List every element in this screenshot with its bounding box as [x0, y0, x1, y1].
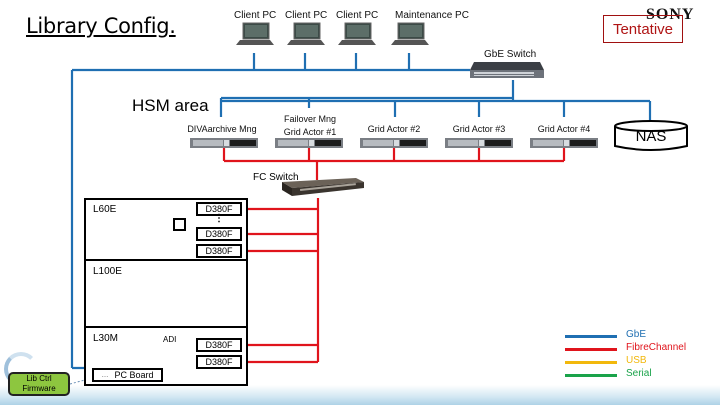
- client-pc-label: Client PC: [285, 10, 328, 21]
- client-pc-label: Client PC: [234, 10, 277, 21]
- drives-ellipsis: ⋮: [214, 213, 224, 224]
- module-label-l60e: L60E: [93, 204, 117, 215]
- drive-d380f[interactable]: D380F: [196, 227, 242, 241]
- desktop-pc-icon: [236, 22, 274, 45]
- module-divider: [84, 259, 248, 261]
- brand-logo: SONY: [646, 6, 695, 23]
- client-pc-1[interactable]: Client PC: [234, 10, 276, 52]
- fc-switch-label: FC Switch: [253, 172, 299, 183]
- status-badge: Tentative: [603, 15, 683, 43]
- drive-d380f[interactable]: D380F: [196, 355, 242, 369]
- legend-label-serial: Serial: [626, 368, 652, 379]
- server-label-ga1: Failover Mng Grid Actor #1: [274, 113, 346, 139]
- legend-swatch-fc: [565, 348, 617, 351]
- pc-board[interactable]: … PC Board: [92, 368, 163, 382]
- desktop-pc-icon: [338, 22, 376, 45]
- hsm-area-label: HSM area: [132, 96, 209, 115]
- serial-hub: [173, 218, 186, 231]
- gbe-switch-label: GbE Switch: [484, 49, 537, 60]
- module-label-l30m: L30M: [93, 333, 119, 344]
- server-icon-ga2[interactable]: [360, 138, 430, 149]
- footer-swoosh: [0, 385, 720, 405]
- module-divider: [84, 326, 248, 328]
- fc-lines: [222, 148, 566, 364]
- fc-switch-icon[interactable]: [270, 176, 370, 200]
- client-pc-2[interactable]: Client PC: [285, 10, 327, 52]
- maintenance-pc-label: Maintenance PC: [395, 10, 469, 21]
- pc-board-label: PC Board: [114, 370, 154, 380]
- nas-icon[interactable]: [613, 118, 689, 154]
- legend-label-fc: FibreChannel: [626, 342, 687, 353]
- legend-label-usb: USB: [626, 355, 647, 366]
- nas-label: NAS: [635, 128, 667, 145]
- lib-ctrl-firmware[interactable]: Lib Ctrl Firmware: [8, 372, 70, 396]
- drive-d380f[interactable]: D380F: [196, 202, 242, 216]
- legend-swatch-gbe: [565, 335, 617, 338]
- gbe-lines: [70, 53, 652, 370]
- maintenance-pc[interactable]: Maintenance PC: [389, 10, 469, 52]
- server-label-ga3: Grid Actor #3: [452, 124, 506, 134]
- page-title: Library Config.: [26, 14, 176, 38]
- drive-d380f[interactable]: D380F: [196, 338, 242, 352]
- firmware-line2: Firmware: [22, 384, 56, 393]
- firmware-line1: Lib Ctrl: [26, 374, 52, 383]
- adi-label: ADI: [163, 335, 177, 344]
- server-icon-ga4[interactable]: [530, 138, 600, 149]
- server-label-ga4: Grid Actor #4: [537, 124, 591, 134]
- server-label-ga2: Grid Actor #2: [367, 124, 421, 134]
- legend-label-gbe: GbE: [626, 329, 647, 340]
- client-pc-label: Client PC: [336, 10, 379, 21]
- legend-swatch-usb: [565, 361, 617, 364]
- client-pc-3[interactable]: Client PC: [336, 10, 378, 52]
- desktop-pc-icon: [391, 22, 429, 45]
- desktop-pc-icon: [287, 22, 325, 45]
- server-icon-ga3[interactable]: [445, 138, 515, 149]
- server-label-divaarchive: DIVAarchive Mng: [187, 124, 257, 134]
- gbe-switch-icon[interactable]: [466, 60, 546, 80]
- server-icon-divaarchive[interactable]: [190, 138, 260, 149]
- server-label-line2: Grid Actor #1: [283, 127, 337, 137]
- pc-board-prefix: …: [101, 371, 109, 379]
- server-label-line1: Failover Mng: [283, 114, 337, 124]
- server-icon-ga1[interactable]: [275, 138, 345, 149]
- legend-swatch-serial: [565, 374, 617, 377]
- module-label-l100e: L100E: [93, 266, 122, 277]
- drive-d380f[interactable]: D380F: [196, 244, 242, 258]
